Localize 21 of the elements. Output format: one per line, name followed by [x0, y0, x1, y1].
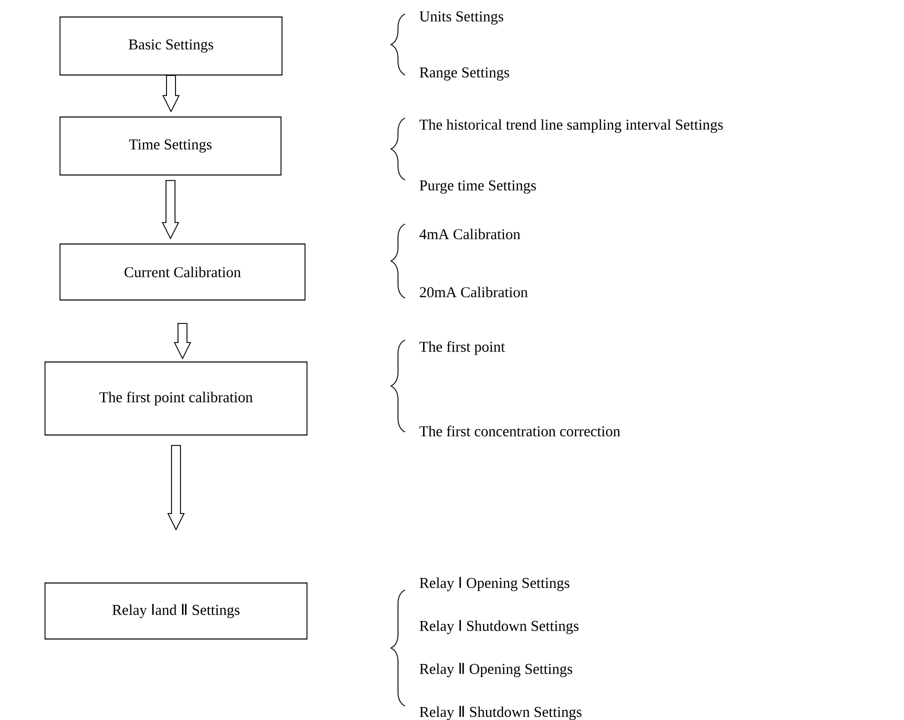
sub-item-text: The first point	[419, 341, 505, 355]
sub-item-text: Relay Ⅱ Shutdown Settings	[420, 706, 582, 720]
process-box: Relay Ⅰand Ⅱ Settings	[44, 582, 308, 640]
sub-item-text: Relay Ⅰ Opening Settings	[420, 576, 570, 592]
hollow-arrow	[162, 180, 180, 240]
hollow-arrow	[174, 323, 192, 360]
sub-item-text: 4mA Calibration	[420, 228, 520, 240]
sub-item-text: The first concentration correction	[419, 426, 620, 436]
sub-item-text: 20mA Calibration	[420, 286, 528, 298]
process-box: The first point calibration	[44, 362, 308, 436]
sub-item-text: Relay Ⅱ Opening Settings	[420, 662, 572, 678]
sub-item-text: Relay Ⅰ Shutdown Settings	[420, 620, 578, 634]
process-box: Basic Settings	[60, 16, 282, 76]
sub-item-text: The historical trend line sampling interval Settings	[419, 119, 723, 133]
process-box: Current Calibration	[60, 244, 306, 300]
hollow-arrow	[162, 75, 180, 113]
hollow-arrow	[167, 445, 185, 531]
process-box: Time Settings	[60, 116, 282, 176]
sub-item-text: Purge time Settings	[420, 180, 536, 194]
sub-item-text: Range Settings	[420, 67, 510, 81]
sub-item-text: Units Settings	[420, 11, 504, 25]
